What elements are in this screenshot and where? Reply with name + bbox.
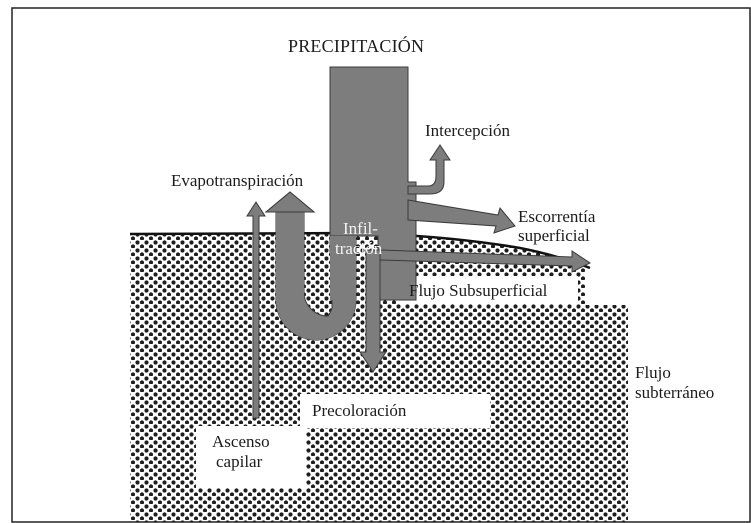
subsurface-flow-arrow (379, 249, 591, 273)
subsurface-label-band (398, 276, 578, 304)
evapotranspiration-arrowhead (264, 191, 316, 213)
capillary-rise-arrow (246, 201, 266, 419)
label-infiltration-line2: tración (335, 239, 383, 258)
label-infiltration-line1: Infil- (343, 219, 378, 238)
surface-runoff-arrow (407, 199, 516, 234)
label-runoff-line2: superficial (518, 226, 590, 245)
label-capillary-rise-line2: capilar (216, 452, 263, 471)
label-precipitation: PRECIPITACIÓN (288, 35, 424, 56)
capillary-label-band (196, 426, 306, 488)
interception-arrow (407, 144, 451, 195)
label-groundwater-flow-line1: Flujo (635, 363, 671, 382)
label-capillary-rise-line1: Ascenso (212, 432, 270, 451)
label-interception: Intercepción (425, 121, 510, 140)
label-percolation: Precoloración (312, 401, 407, 420)
percolation-label-band (300, 394, 490, 428)
percolation-arrow (359, 249, 387, 373)
label-groundwater-flow-line2: subterráneo (635, 383, 714, 402)
evapotranspiration-loop-body (276, 212, 356, 340)
label-runoff-line1: Escorrentía (518, 207, 596, 226)
label-evapotranspiration: Evapotranspiración (171, 171, 304, 190)
label-subsurface-flow: Flujo Subsuperficial (409, 281, 548, 300)
